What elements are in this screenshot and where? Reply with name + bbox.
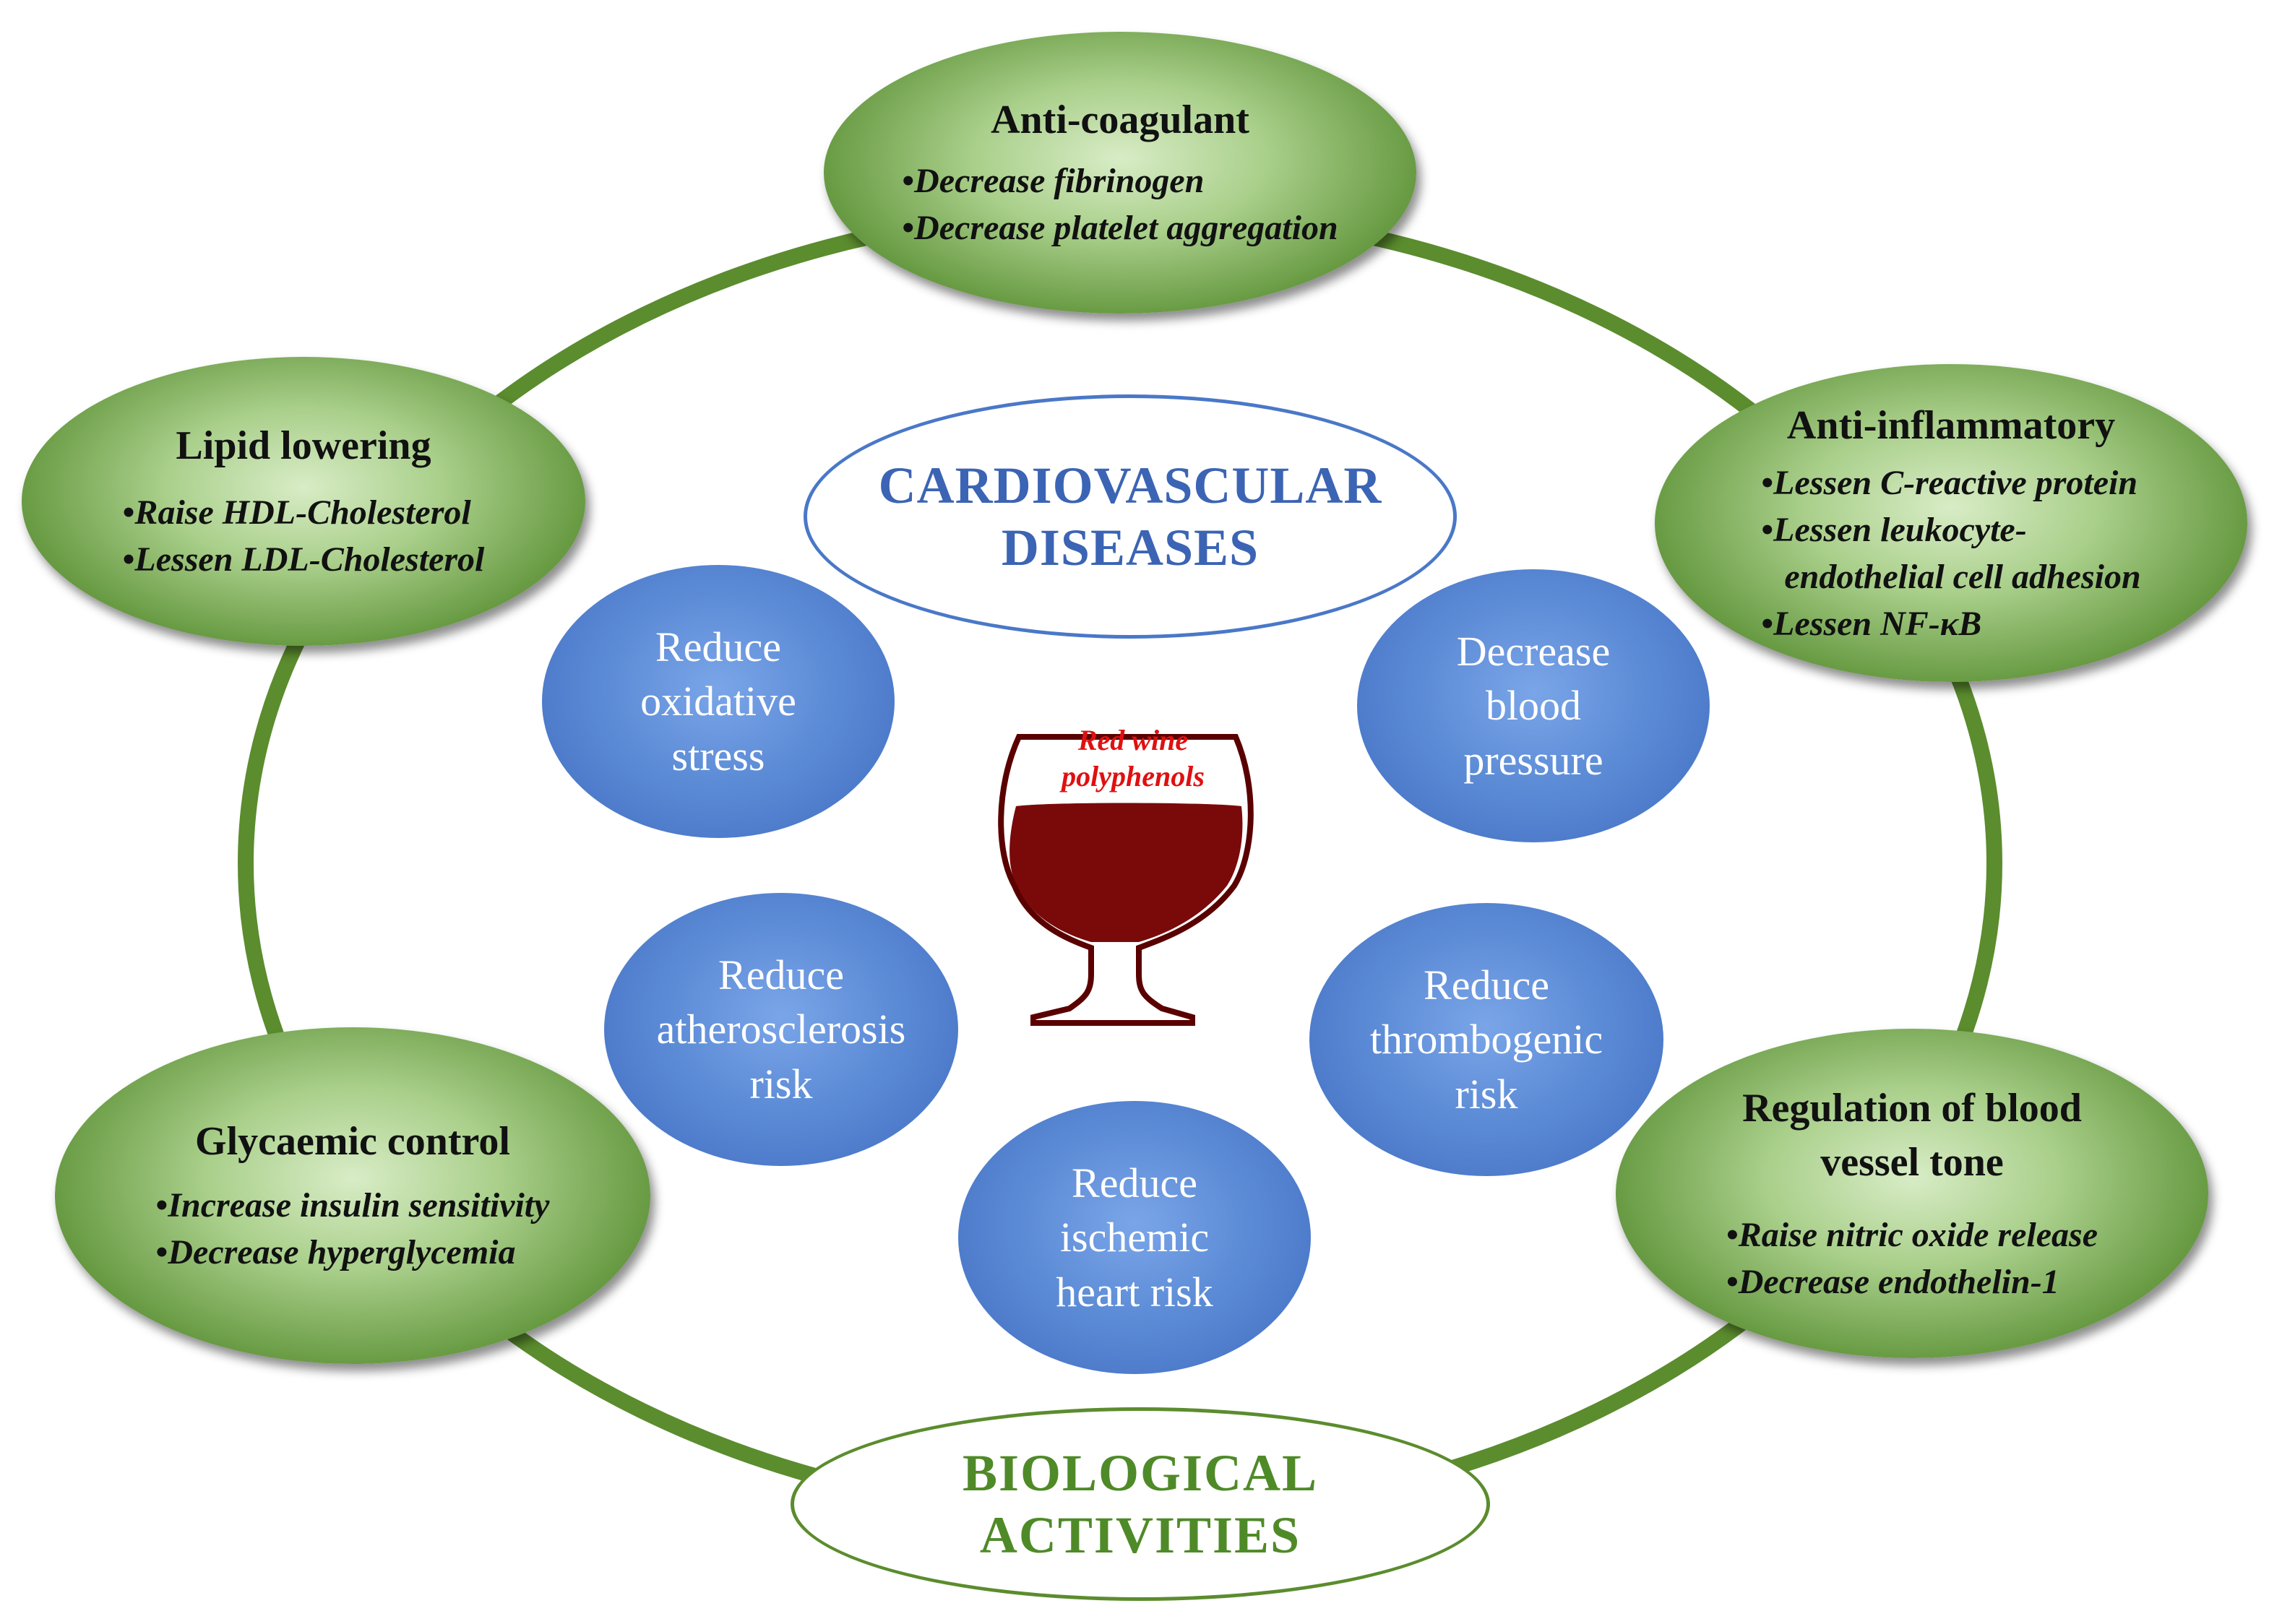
- lipid-lowering-item: Raise HDL-Cholesterol: [123, 490, 485, 537]
- effect-line: oxidative: [640, 678, 796, 725]
- reduce-oxidative-stress-node: Reduce oxidative stress: [542, 565, 895, 838]
- center-title-line-1: CARDIOVASCULAR: [878, 456, 1382, 514]
- glycaemic-control-item: Increase insulin sensitivity: [156, 1183, 549, 1230]
- glycaemic-control-node: Glycaemic control Increase insulin sensi…: [55, 1027, 650, 1364]
- anticoagulant-list: Decrease fibrinogen Decrease platelet ag…: [902, 158, 1338, 252]
- antiinflammatory-title: Anti-inflammatory: [1786, 402, 2116, 448]
- effect-line: Reduce: [718, 951, 844, 998]
- effect-line: thrombogenic: [1369, 1016, 1603, 1063]
- antiinflammatory-node: Anti-inflammatory Lessen C-reactive prot…: [1655, 364, 2247, 682]
- vessel-tone-list: Raise nitric oxide release Decrease endo…: [1726, 1212, 2098, 1306]
- antiinflammatory-item: Lessen C-reactive protein: [1761, 460, 2140, 507]
- glycaemic-control-list: Increase insulin sensitivity Decrease hy…: [156, 1183, 550, 1277]
- effect-line: Reduce: [655, 623, 781, 670]
- center-title-line-2: DISEASES: [1001, 519, 1260, 576]
- antiinflammatory-list: Lessen C-reactive protein Lessen leukocy…: [1761, 460, 2141, 648]
- decrease-blood-pressure-node: Decrease blood pressure: [1357, 569, 1710, 842]
- effect-line: risk: [749, 1060, 813, 1107]
- wine-glass-icon: [998, 734, 1254, 1026]
- vessel-tone-item: Decrease endothelin-1: [1726, 1259, 2098, 1306]
- antiinflammatory-item: Lessen leukocyte-: [1761, 507, 2140, 554]
- antiinflammatory-item: Lessen NF-κB: [1761, 601, 2140, 648]
- effect-line: Reduce: [1072, 1159, 1197, 1206]
- reduce-atherosclerosis-risk-node: Reduce atherosclerosis risk: [604, 893, 958, 1166]
- reduce-thrombogenic-risk-node: Reduce thrombogenic risk: [1309, 903, 1663, 1176]
- effect-line: Decrease: [1456, 627, 1611, 675]
- effect-line: risk: [1455, 1070, 1518, 1118]
- effect-line: ischemic: [1059, 1214, 1210, 1261]
- cardiovascular-diseases-label: CARDIOVASCULAR DISEASES: [804, 394, 1457, 639]
- effect-line: pressure: [1463, 736, 1603, 784]
- vessel-tone-item: Raise nitric oxide release: [1726, 1212, 2098, 1259]
- biological-activities-label: BIOLOGICAL ACTIVITIES: [791, 1407, 1490, 1601]
- wine-label-line-1: Red wine: [1077, 724, 1189, 756]
- anticoagulant-title: Anti-coagulant: [991, 98, 1249, 143]
- effect-line: stress: [671, 732, 765, 779]
- reduce-ischemic-heart-risk-node: Reduce ischemic heart risk: [958, 1101, 1311, 1374]
- bottom-title-line-1: BIOLOGICAL: [962, 1443, 1319, 1502]
- wine-label-line-2: polyphenols: [1062, 760, 1205, 792]
- vessel-tone-title-line-2: vessel tone: [1820, 1140, 2004, 1185]
- bottom-title-line-2: ACTIVITIES: [979, 1506, 1301, 1564]
- lipid-lowering-list: Raise HDL-Cholesterol Lessen LDL-Cholest…: [123, 490, 485, 584]
- glycaemic-control-title: Glycaemic control: [195, 1119, 510, 1165]
- effect-line: Reduce: [1424, 961, 1549, 1008]
- vessel-tone-title: Regulation of blood vessel tone: [1742, 1081, 2082, 1191]
- anticoagulant-item: Decrease platelet aggregation: [902, 205, 1338, 252]
- lipid-lowering-node: Lipid lowering Raise HDL-Cholesterol Les…: [22, 357, 585, 646]
- lipid-lowering-item: Lessen LDL-Cholesterol: [123, 537, 484, 584]
- vessel-tone-node: Regulation of blood vessel tone Raise ni…: [1616, 1029, 2208, 1358]
- anticoagulant-item: Decrease fibrinogen: [902, 158, 1338, 205]
- anticoagulant-node: Anti-coagulant Decrease fibrinogen Decre…: [824, 32, 1416, 314]
- effect-line: atherosclerosis: [656, 1006, 906, 1053]
- vessel-tone-title-line-1: Regulation of blood: [1742, 1085, 2082, 1131]
- effect-line: blood: [1485, 682, 1582, 730]
- wine-label: Red wine polyphenols: [1010, 722, 1256, 795]
- antiinflammatory-item: endothelial cell adhesion: [1784, 557, 2141, 596]
- lipid-lowering-title: Lipid lowering: [176, 423, 431, 469]
- effect-line: heart risk: [1056, 1268, 1213, 1316]
- glycaemic-control-item: Decrease hyperglycemia: [156, 1230, 550, 1277]
